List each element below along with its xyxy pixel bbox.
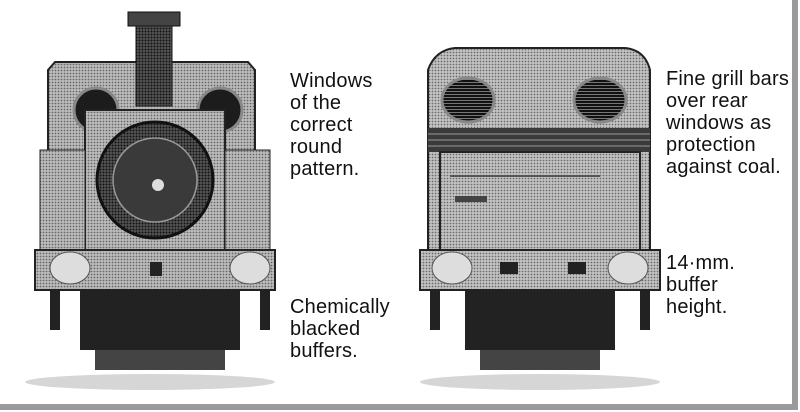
caption-line: buffers. <box>290 340 358 362</box>
caption-line: Chemically <box>290 296 390 318</box>
caption-line: over rear <box>666 90 748 112</box>
caption-blacked-buffers: Chemically blacked buffers. <box>290 296 390 362</box>
caption-buffer-height: 14·mm. buffer height. <box>666 252 735 318</box>
caption-line: Fine grill bars <box>666 68 790 90</box>
caption-line: of the <box>290 92 342 114</box>
caption-line: windows as <box>666 112 772 134</box>
caption-line: correct <box>290 114 353 136</box>
caption-round-windows: Windows of the correct round pattern. <box>290 70 373 180</box>
caption-line: buffer <box>666 274 718 296</box>
caption-line: against coal. <box>666 156 781 178</box>
caption-line: round <box>290 136 343 158</box>
locomotive-front-view-image <box>25 11 276 390</box>
caption-line: blacked <box>290 318 361 340</box>
locomotive-rear-view-image <box>419 47 661 390</box>
caption-line: pattern. <box>290 158 360 180</box>
caption-line: protection <box>666 134 756 156</box>
caption-line: 14·mm. <box>666 252 735 274</box>
caption-grill-bars: Fine grill bars over rear windows as pro… <box>666 68 789 178</box>
caption-line: Windows <box>290 70 373 92</box>
caption-line: height. <box>666 296 728 318</box>
